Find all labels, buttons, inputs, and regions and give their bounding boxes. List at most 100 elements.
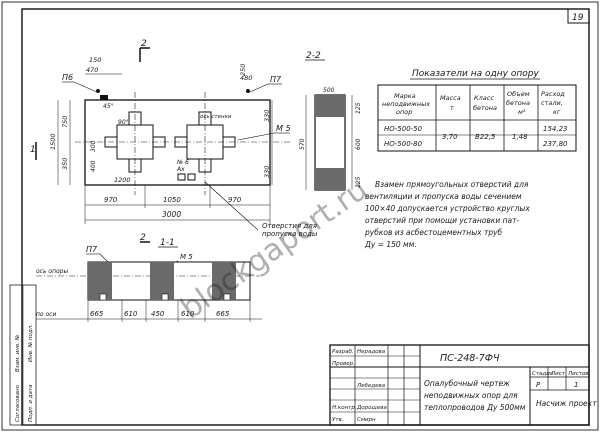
note-line-1: Взамен прямоугольных отверстий для (375, 180, 529, 189)
section-1-1-block-3 (212, 262, 236, 300)
stamp-header-sheets: Листов (567, 371, 589, 377)
dim-750: 750 (61, 116, 69, 128)
stamp-role-4: Н.контр. (332, 405, 357, 411)
side-stamp-text-1: Согласовано (15, 384, 21, 422)
openings-note-line-1: Отверстия для (262, 222, 317, 230)
dim-150: 150 (89, 56, 101, 64)
svg-text:2: 2 (141, 39, 147, 49)
indicators-title: Показатели на одну опору (412, 69, 539, 79)
stamp-role-5: Утв. (332, 417, 344, 423)
section-1-1-block-1 (88, 262, 112, 300)
header-mark-2: неподвижных (382, 100, 430, 108)
dim-450: 450 (151, 310, 165, 318)
cell-mass: 3,70 (442, 133, 458, 141)
note-line-6: Ду = 150 мм. (364, 240, 417, 249)
row-1-mark: НО-500-50 (384, 125, 423, 133)
label-p7: П7 (270, 75, 282, 84)
header-volume-2: бетона (506, 99, 530, 107)
stamp-name-3: Лебедева (356, 383, 386, 389)
stamp-title-3: теплопроводов Ду 500мм (424, 403, 526, 412)
stamp-code: ПС-248-7ФЧ (440, 353, 500, 364)
dim-330a: 330 (263, 110, 271, 122)
note-line-5: рубков из асбестоцементных труб (364, 228, 503, 237)
cell-class: В22,5 (475, 133, 496, 141)
dim-470: 470 (86, 66, 98, 74)
indicators-table: Показатели на одну опору Марка неподвижн… (377, 69, 577, 152)
axis-wall-label: по оси (36, 311, 56, 318)
header-class-2: бетона (473, 104, 497, 112)
header-volume-1: Объем (507, 90, 530, 98)
label-m5: М 5 (276, 124, 291, 133)
dim-1200: 1200 (114, 176, 131, 184)
label-n6: № 6 (176, 159, 189, 166)
dim-250: 250 (239, 64, 247, 76)
dim-480: 480 (240, 74, 252, 82)
stamp-title-2: неподвижных опор для (424, 391, 518, 400)
header-mark-3: опор (396, 108, 412, 116)
dim-125-top: 125 (355, 102, 362, 114)
dim-3000: 3000 (162, 210, 181, 219)
side-stamp-text-4: Инв. № подл. (28, 324, 34, 362)
header-mass-1: Масса (440, 94, 461, 102)
stamp-stage: Р (536, 381, 541, 389)
dim-610-right: 610 (181, 310, 195, 318)
dim-665-left: 665 (90, 310, 104, 318)
dim-1050: 1050 (163, 196, 181, 204)
note-text: Взамен прямоугольных отверстий для венти… (364, 180, 530, 249)
section-2-2-title: 2-2 (306, 51, 321, 61)
stamp-org: Насчиж проект (536, 399, 597, 408)
dim-330b: 330 (263, 166, 271, 178)
dim-500: 500 (323, 87, 335, 94)
stamp-sheet-count: 1 (574, 381, 578, 389)
row-2-mark: НО-500-80 (384, 140, 423, 148)
dim-600: 600 (355, 138, 362, 150)
label-angle-90: 90° (118, 119, 129, 126)
dim-970-left: 970 (104, 196, 118, 204)
stamp-role-1: Разраб. (332, 349, 354, 355)
page-number: 19 (572, 13, 584, 23)
section-marker-2-top: 2 (139, 39, 150, 62)
header-mark-1: Марка (394, 92, 416, 100)
label-ax: Ах (176, 166, 185, 173)
label-angle-45: 45° (103, 103, 114, 110)
label-p6: П6 (62, 73, 73, 82)
header-mass-2: т (450, 104, 454, 112)
dim-400: 400 (90, 160, 97, 172)
section-1-1-label-p7: П7 (86, 245, 98, 254)
stamp-title-1: Опалубочный чертеж (424, 379, 510, 388)
row-2-steel: 237,80 (543, 140, 568, 148)
label-axis-wall: ось стенки (200, 114, 232, 120)
svg-text:2: 2 (140, 233, 146, 243)
dim-125-bottom: 125 (355, 176, 362, 188)
section-1-1: 1-1 П7 М 5 ось опоры по оси 665 610 450 … (36, 238, 262, 322)
row-1-steel: 154,23 (543, 125, 568, 133)
section-1-1-block-2 (150, 262, 174, 300)
pipe-opening-right (174, 111, 236, 173)
note-line-3: 100×40 допускается устройство круглых (365, 204, 530, 213)
section-2-2: 2-2 570 125 600 125 500 (299, 51, 362, 191)
watermark: blockgaport.ru (175, 172, 375, 327)
header-steel-1: Расход (541, 90, 565, 98)
plan-view: П6 П7 М 5 № 6 Ах 90° 45° ось стенки 150 … (49, 56, 318, 238)
dim-610-left: 610 (124, 310, 138, 318)
header-steel-3: кг (553, 108, 561, 116)
stamp-header-sheet: Лист (550, 371, 566, 377)
stamp-name-5: Смирн (357, 417, 376, 423)
section-1-1-title: 1-1 (160, 238, 175, 248)
svg-text:1: 1 (30, 145, 36, 155)
stamp-name-1: Нерадова (357, 349, 386, 355)
dim-300: 300 (90, 140, 97, 152)
stamp-role-2: Провер. (332, 361, 355, 367)
axis-support-label: ось опоры (36, 268, 68, 275)
note-line-2: вентиляции и пропуска воды сечением (365, 192, 522, 201)
openings-note-line-2: пропуска воды (262, 230, 318, 238)
stamp-header-stage: Стадия (532, 371, 554, 377)
header-steel-2: стали, (541, 99, 563, 107)
inner-frame (21, 8, 590, 426)
title-block: Разраб. Нерадова Провер. Лебедева Н.конт… (329, 344, 597, 426)
section-marker-2-bottom: 2 (140, 233, 150, 243)
plan-outline (84, 99, 271, 186)
side-stamp-text-2: Взам. инв. № (15, 334, 21, 372)
pipe-opening-left (104, 111, 166, 173)
